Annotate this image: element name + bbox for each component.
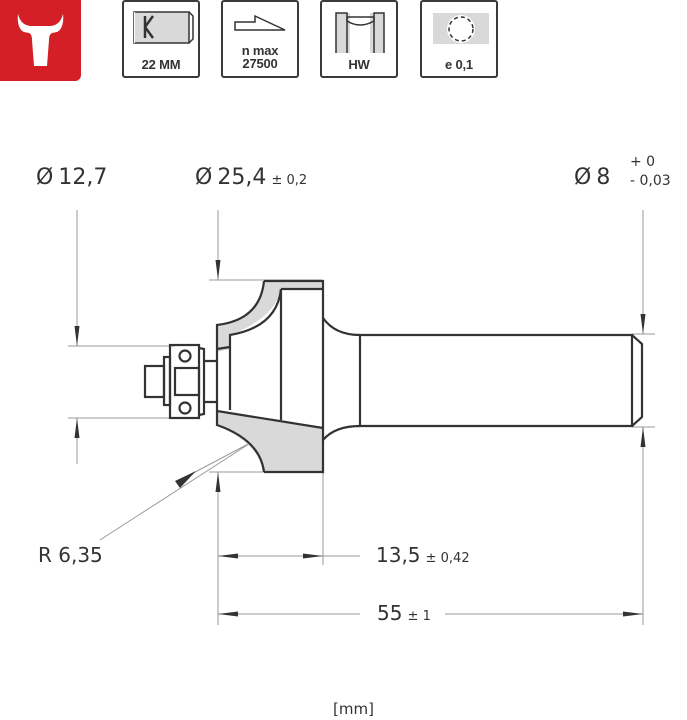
max-speed-badge: n max 27500 (221, 0, 299, 78)
cutting-length-value: 13,5 (376, 543, 421, 567)
max-speed-title: n max (241, 43, 279, 58)
shank-length-label: 22 MM (141, 57, 181, 72)
diameter-symbol: Ø (195, 165, 213, 190)
cutting-length-tolerance: ± 0,42 (425, 551, 470, 566)
max-speed-label: n max 27500 (223, 44, 297, 70)
shank-tolerance-upper: + 0 (630, 154, 656, 170)
cutting-diameter-value: 25,4 (217, 165, 267, 190)
brand-logo (0, 0, 81, 81)
units-label: [mm] (333, 700, 374, 718)
diameter-symbol: Ø (574, 165, 592, 190)
shank-icon (133, 11, 194, 44)
runout-icon (433, 13, 489, 44)
cutting-diameter-dimension: Ø 25,4 ± 0,2 (195, 165, 307, 190)
runout-label: e 0,1 (445, 57, 473, 72)
carbide-tip-icon (335, 12, 385, 53)
total-length-dimension: 55 ± 1 (377, 601, 431, 625)
carbide-label: HW (348, 57, 370, 72)
bearing-diameter-value: 12,7 (58, 165, 108, 190)
max-speed-value: 27500 (242, 56, 278, 71)
total-length-tolerance: ± 1 (407, 609, 431, 624)
bull-head-icon (17, 14, 64, 66)
total-length-value: 55 (377, 601, 403, 625)
bearing-diameter-dimension: Ø 12,7 (36, 165, 107, 190)
cutting-diameter-tolerance: ± 0,2 (271, 173, 308, 188)
shank-length-badge: 22 MM (122, 0, 200, 78)
shank-diameter-value: 8 (596, 165, 611, 190)
radius-dimension: R 6,35 (38, 543, 103, 567)
shank-diameter-dimension: Ø 8 (574, 165, 610, 190)
diameter-symbol: Ø (36, 165, 54, 190)
runout-badge: e 0,1 (420, 0, 498, 78)
carbide-badge: HW (320, 0, 398, 78)
shank-tolerance-lower: - 0,03 (630, 173, 671, 189)
cutting-length-dimension: 13,5 ± 0,42 (376, 543, 470, 567)
speed-icon (234, 14, 286, 31)
